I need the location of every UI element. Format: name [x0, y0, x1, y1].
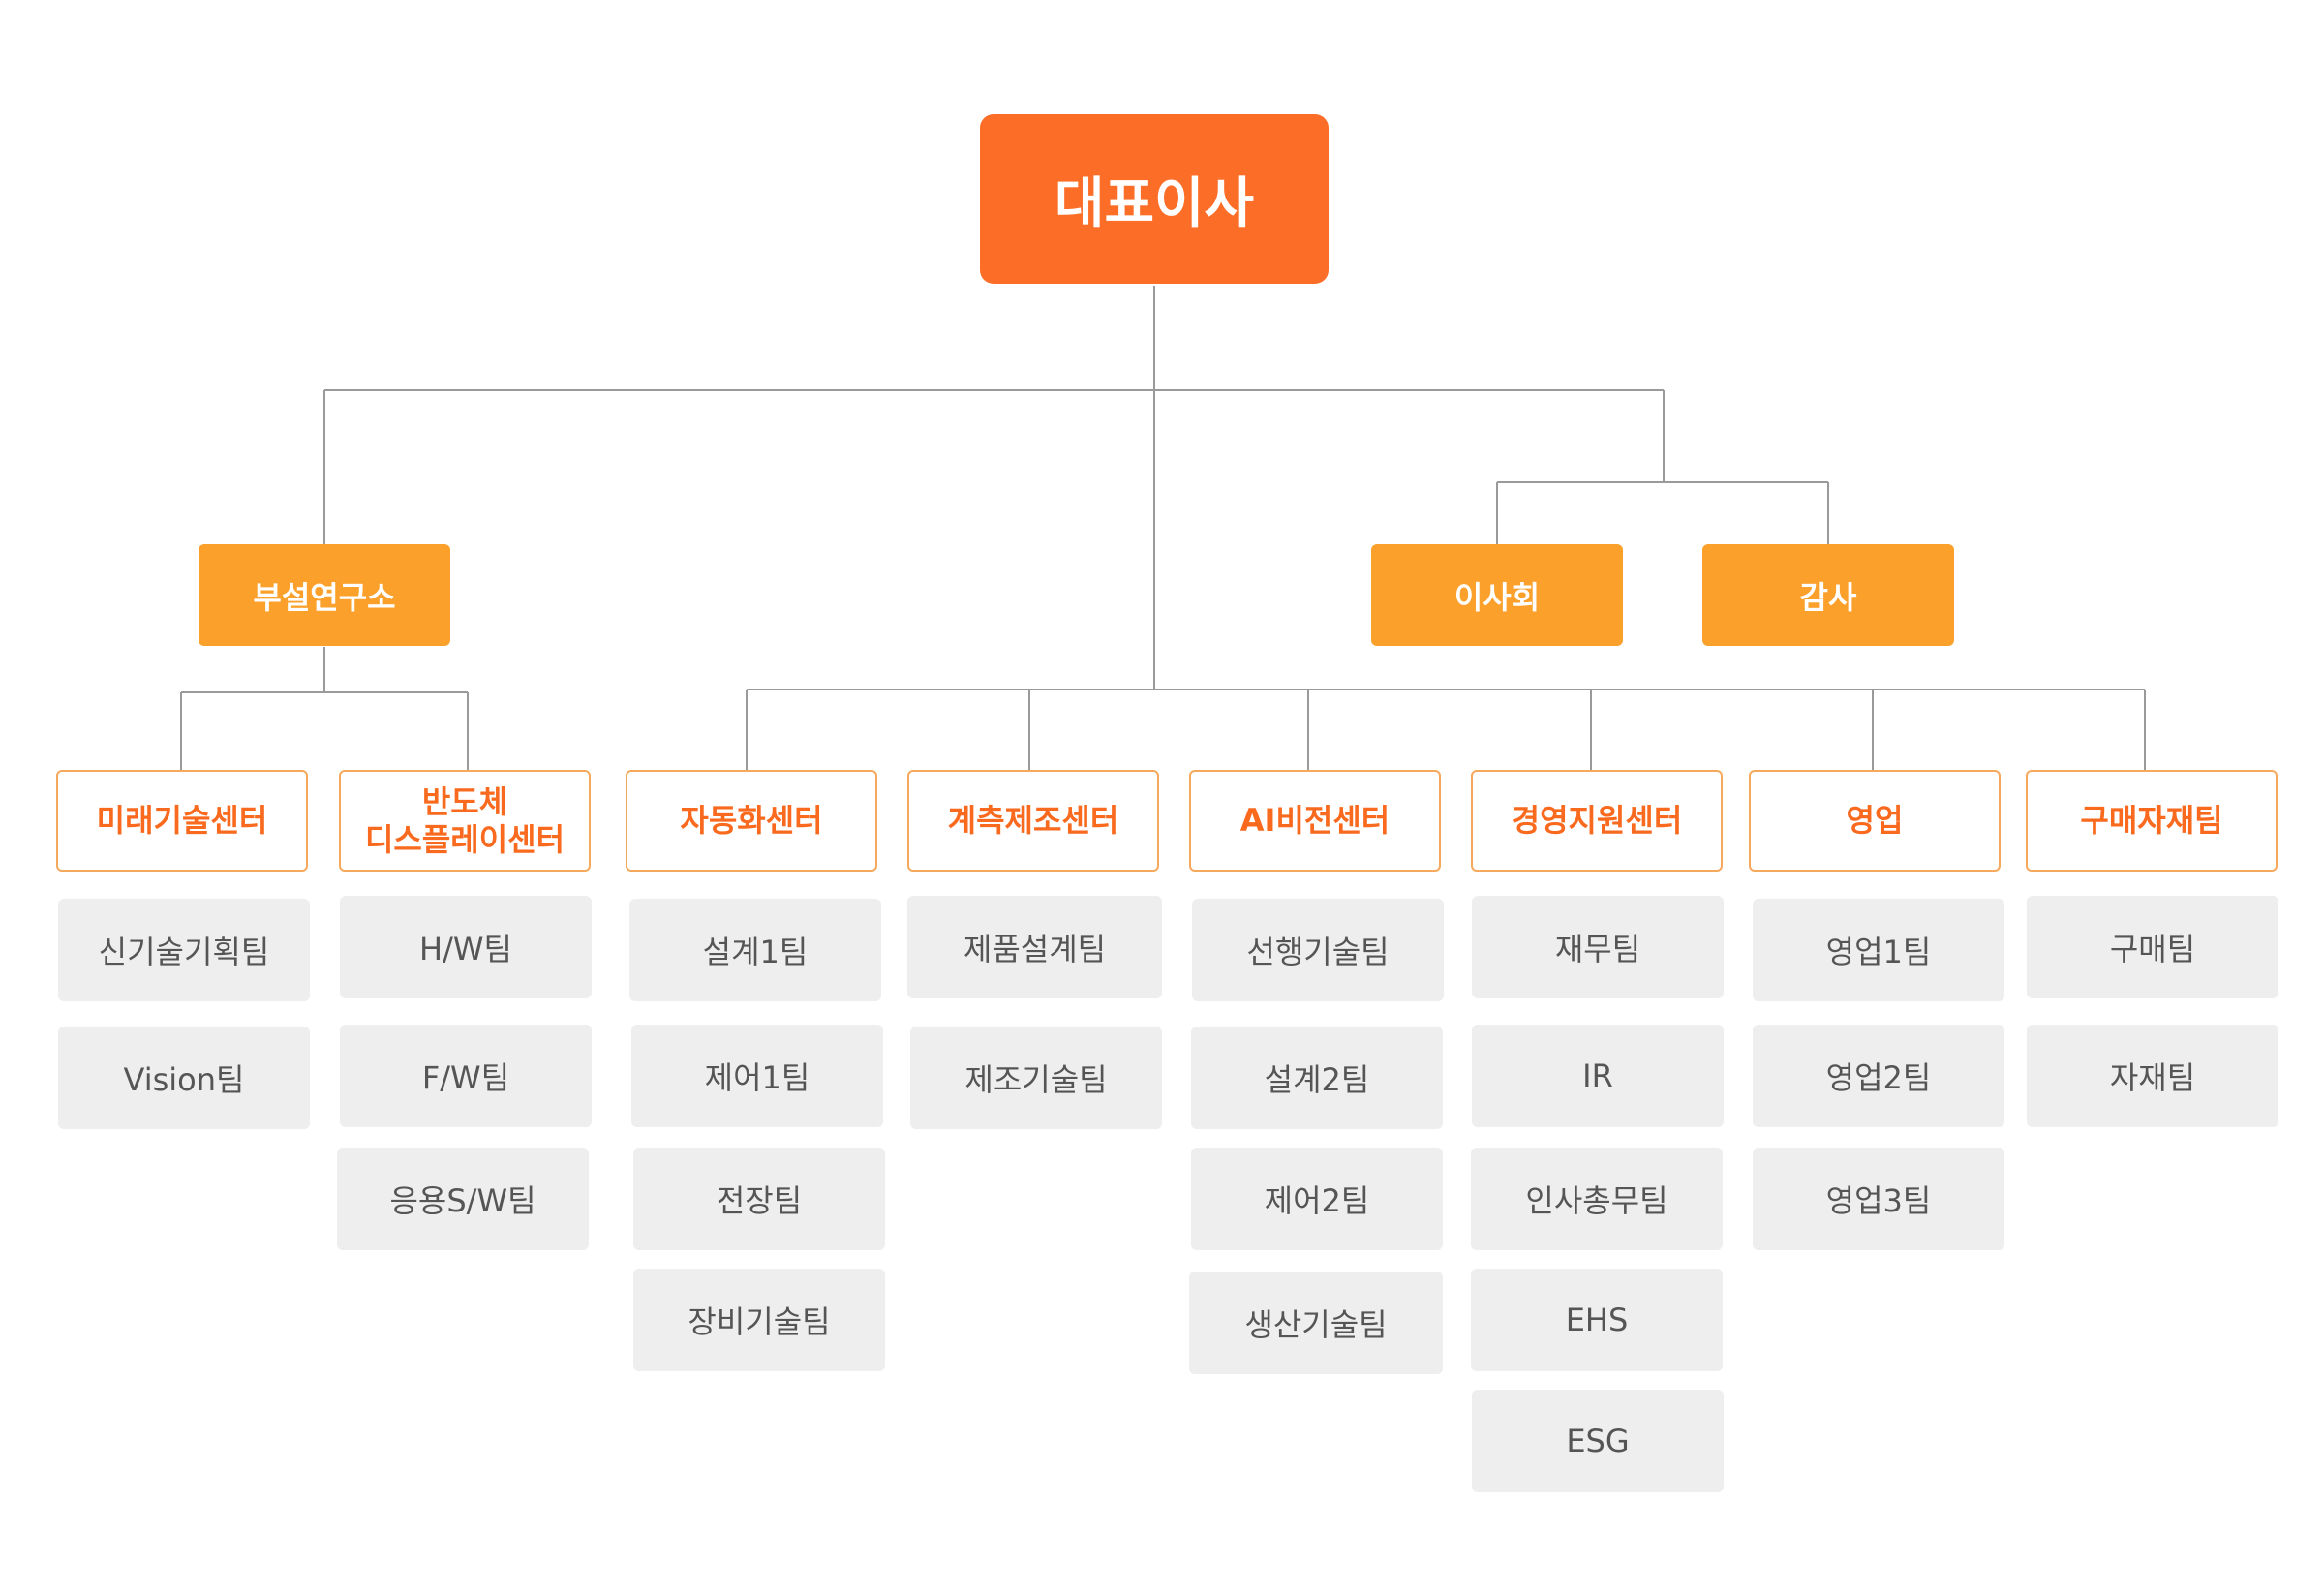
team-box: 응용S/W팀	[337, 1148, 589, 1250]
center-box: 계측제조센터	[907, 770, 1159, 872]
team-box: 선행기술팀	[1192, 899, 1444, 1001]
center-box: 미래기술센터	[56, 770, 308, 872]
team-box: 제품설계팀	[907, 896, 1162, 998]
center-box: 자동화센터	[626, 770, 877, 872]
board-box: 이사회	[1371, 544, 1623, 646]
team-box: EHS	[1471, 1269, 1723, 1371]
team-box: Vision팀	[58, 1027, 310, 1129]
team-box: ESG	[1472, 1390, 1724, 1492]
audit-box: 감사	[1702, 544, 1954, 646]
team-box: 영업3팀	[1753, 1148, 2004, 1250]
team-box: H/W팀	[340, 896, 592, 998]
team-box: IR	[1472, 1025, 1724, 1127]
team-box: 신기술기획팀	[58, 899, 310, 1001]
center-box: 경영지원센터	[1471, 770, 1723, 872]
team-box: 자재팀	[2027, 1025, 2278, 1127]
center-box: 영업	[1749, 770, 2001, 872]
ceo-box: 대표이사	[980, 114, 1329, 284]
team-box: 설계2팀	[1191, 1027, 1443, 1129]
lab-box: 부설연구소	[199, 544, 450, 646]
team-box: 생산기술팀	[1189, 1272, 1443, 1374]
team-box: 설계1팀	[629, 899, 881, 1001]
team-box: 구매팀	[2027, 896, 2278, 998]
team-box: 전장팀	[633, 1148, 885, 1250]
team-box: 영업2팀	[1753, 1025, 2004, 1127]
team-box: 제조기술팀	[910, 1027, 1162, 1129]
team-box: 재무팀	[1472, 896, 1724, 998]
team-box: 영업1팀	[1753, 899, 2004, 1001]
team-box: 제어2팀	[1191, 1148, 1443, 1250]
team-box: 장비기술팀	[633, 1269, 885, 1371]
center-box: 구매자재팀	[2026, 770, 2278, 872]
team-box: 인사총무팀	[1471, 1148, 1723, 1250]
team-box: F/W팀	[340, 1025, 592, 1127]
center-box: AI비전센터	[1189, 770, 1441, 872]
team-box: 제어1팀	[631, 1025, 883, 1127]
center-box: 반도체 디스플레이센터	[339, 770, 591, 872]
